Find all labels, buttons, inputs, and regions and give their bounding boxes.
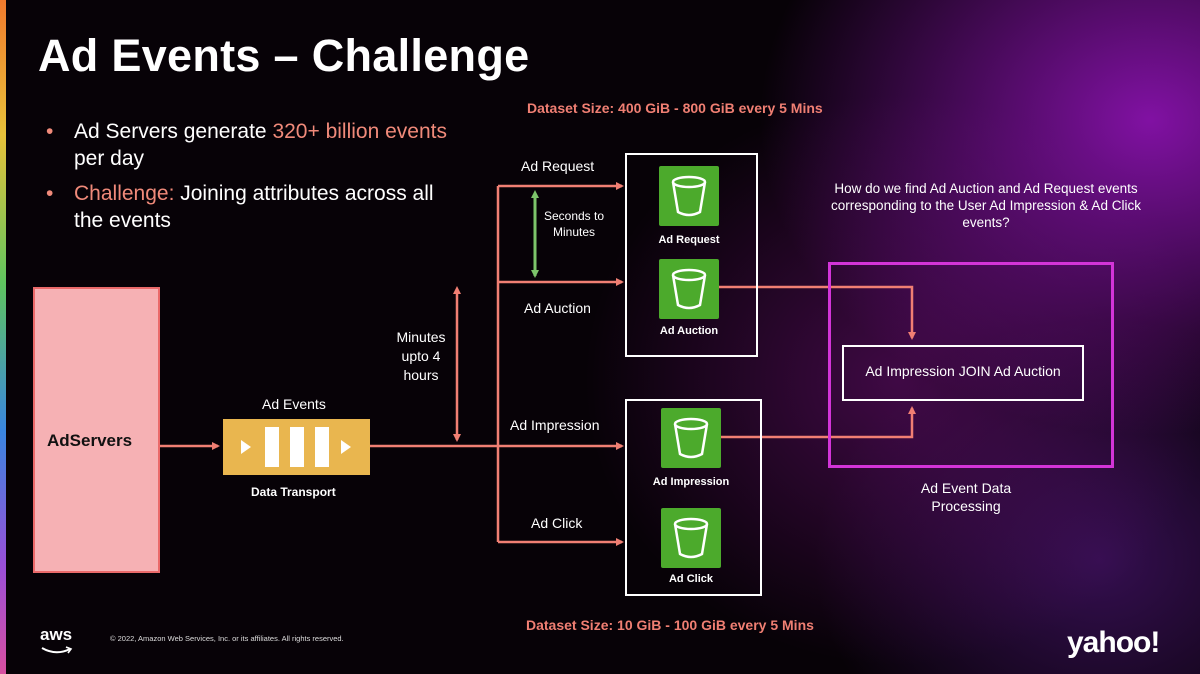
bucket-group-upper	[625, 153, 758, 357]
latency-long-label: Minutes upto 4 hours	[396, 329, 446, 383]
bullet-text: per day	[74, 147, 145, 170]
processing-box	[828, 262, 1114, 468]
bullet-highlight: Challenge:	[74, 182, 175, 205]
slide-title: Ad Events – Challenge	[38, 30, 530, 81]
stream-label-ad-impression: Ad Impression	[510, 417, 600, 433]
bucket-label-ad-request: Ad Request	[658, 234, 720, 246]
dataset-size-bottom: Dataset Size: 10 GiB - 100 GiB every 5 M…	[526, 617, 814, 633]
stream-label-ad-click: Ad Click	[531, 515, 583, 531]
bullet-list: Ad Servers generate 320+ billion events …	[46, 118, 466, 242]
bucket-label-ad-auction: Ad Auction	[659, 325, 719, 337]
bucket-label-ad-impression: Ad Impression	[652, 476, 730, 488]
latency-short-label: Seconds to Minutes	[543, 209, 605, 239]
bucket-label-ad-click: Ad Click	[668, 573, 713, 585]
queue-slot	[315, 427, 329, 467]
queue-in-icon	[241, 440, 251, 454]
question-text: How do we find Ad Auction and Ad Request…	[831, 181, 1141, 230]
bullet-item: Ad Servers generate 320+ billion events …	[46, 118, 466, 172]
bucket-group-lower	[625, 399, 762, 596]
arrow-impression-to-join	[718, 406, 916, 439]
stream-label-ad-request: Ad Request	[521, 158, 595, 174]
adservers-box: AdServers	[33, 287, 160, 573]
bullet-text: Ad Servers generate	[74, 120, 273, 143]
bullet-text: Joining attributes across all the events	[74, 182, 434, 232]
bullet-item: Challenge: Joining attributes across all…	[46, 180, 466, 234]
arrow-auction-to-join	[718, 285, 916, 340]
adservers-label: AdServers	[47, 431, 133, 450]
join-box: Ad Impression JOIN Ad Auction	[842, 345, 1084, 401]
bullet-highlight: 320+ billion events	[272, 120, 447, 143]
s3-bucket-icon	[659, 166, 719, 226]
yahoo-logo: yahoo!	[1067, 626, 1160, 659]
message-queue-icon	[223, 419, 370, 475]
gradient-edge-bar	[0, 0, 6, 674]
s3-bucket-icon	[661, 508, 721, 568]
queue-out-icon	[341, 440, 351, 454]
dataset-size-top: Dataset Size: 400 GiB - 800 GiB every 5 …	[527, 100, 823, 116]
transport-top-label: Ad Events	[262, 396, 326, 412]
transport-bottom-label: Data Transport	[251, 485, 336, 499]
stream-label-ad-auction: Ad Auction	[524, 300, 591, 316]
join-label: Ad Impression JOIN Ad Auction	[865, 363, 1061, 379]
queue-slot	[265, 427, 279, 467]
copyright-text: © 2022, Amazon Web Services, Inc. or its…	[110, 634, 344, 643]
processing-label: Ad Event Data Processing	[920, 480, 1012, 514]
s3-bucket-icon	[659, 259, 719, 319]
s3-bucket-icon	[661, 408, 721, 468]
aws-smile-icon	[41, 646, 73, 654]
queue-slot	[290, 427, 304, 467]
aws-logo: aws	[40, 625, 73, 644]
